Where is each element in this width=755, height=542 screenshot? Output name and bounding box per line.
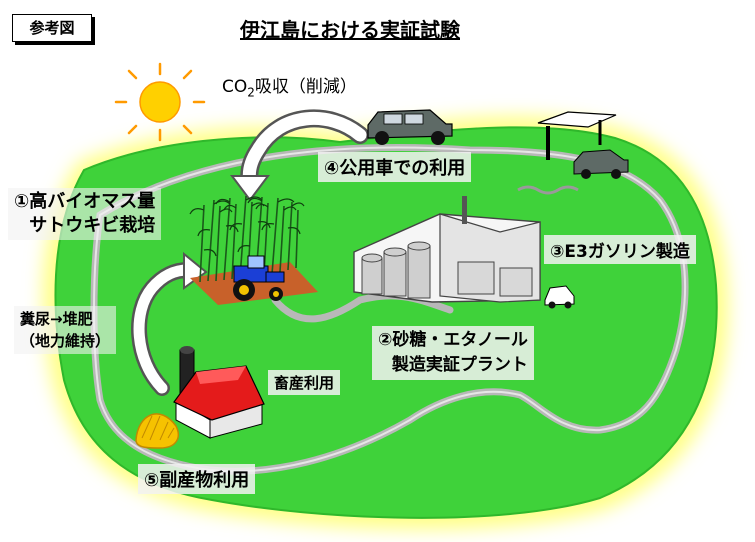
step5-label: ⑤副産物利用 [138, 464, 256, 494]
road-center-line [93, 146, 687, 473]
step3-label: ③E3ガソリン製造 [544, 235, 696, 264]
step1-label: ①高バイオマス量 サトウキビ栽培 [8, 188, 162, 240]
sun-icon [114, 62, 206, 142]
manure-line2: （地力維持） [20, 332, 111, 350]
co2-subscript: 2 [247, 85, 255, 100]
ethanol-plant-icon [353, 196, 575, 309]
co2-prefix: CO [222, 77, 248, 97]
car-icon [367, 109, 453, 145]
manure-cycle-arrow [131, 251, 208, 396]
co2-cycle-arrow [230, 109, 369, 202]
step2-line1: ②砂糖・エタノール [378, 330, 528, 350]
co2-absorption-label: CO2吸収（削減） [222, 72, 357, 99]
reference-tag: 参考図 [12, 14, 92, 42]
gas-station-icon [517, 111, 629, 195]
page-title: 伊江島における実証試験 [240, 18, 460, 42]
step2-line2: 製造実証プラント [391, 355, 528, 375]
co2-suffix: 吸収（削減） [254, 77, 357, 97]
step1-line1: ①高バイオマス量 [14, 191, 156, 212]
step1-line2: サトウキビ栽培 [29, 215, 156, 236]
step4-label: ④公用車での利用 [318, 152, 472, 182]
manure-line1: 糞尿→堆肥 [20, 310, 93, 328]
manure-label: 糞尿→堆肥 （地力維持） [14, 306, 117, 354]
barn-icon [173, 346, 265, 439]
sugarcane-field [189, 195, 318, 305]
livestock-label: 畜産利用 [268, 370, 341, 395]
hay-icon [135, 413, 180, 449]
tractor-icon [233, 255, 285, 301]
step2-label: ②砂糖・エタノール 製造実証プラント [372, 326, 534, 380]
